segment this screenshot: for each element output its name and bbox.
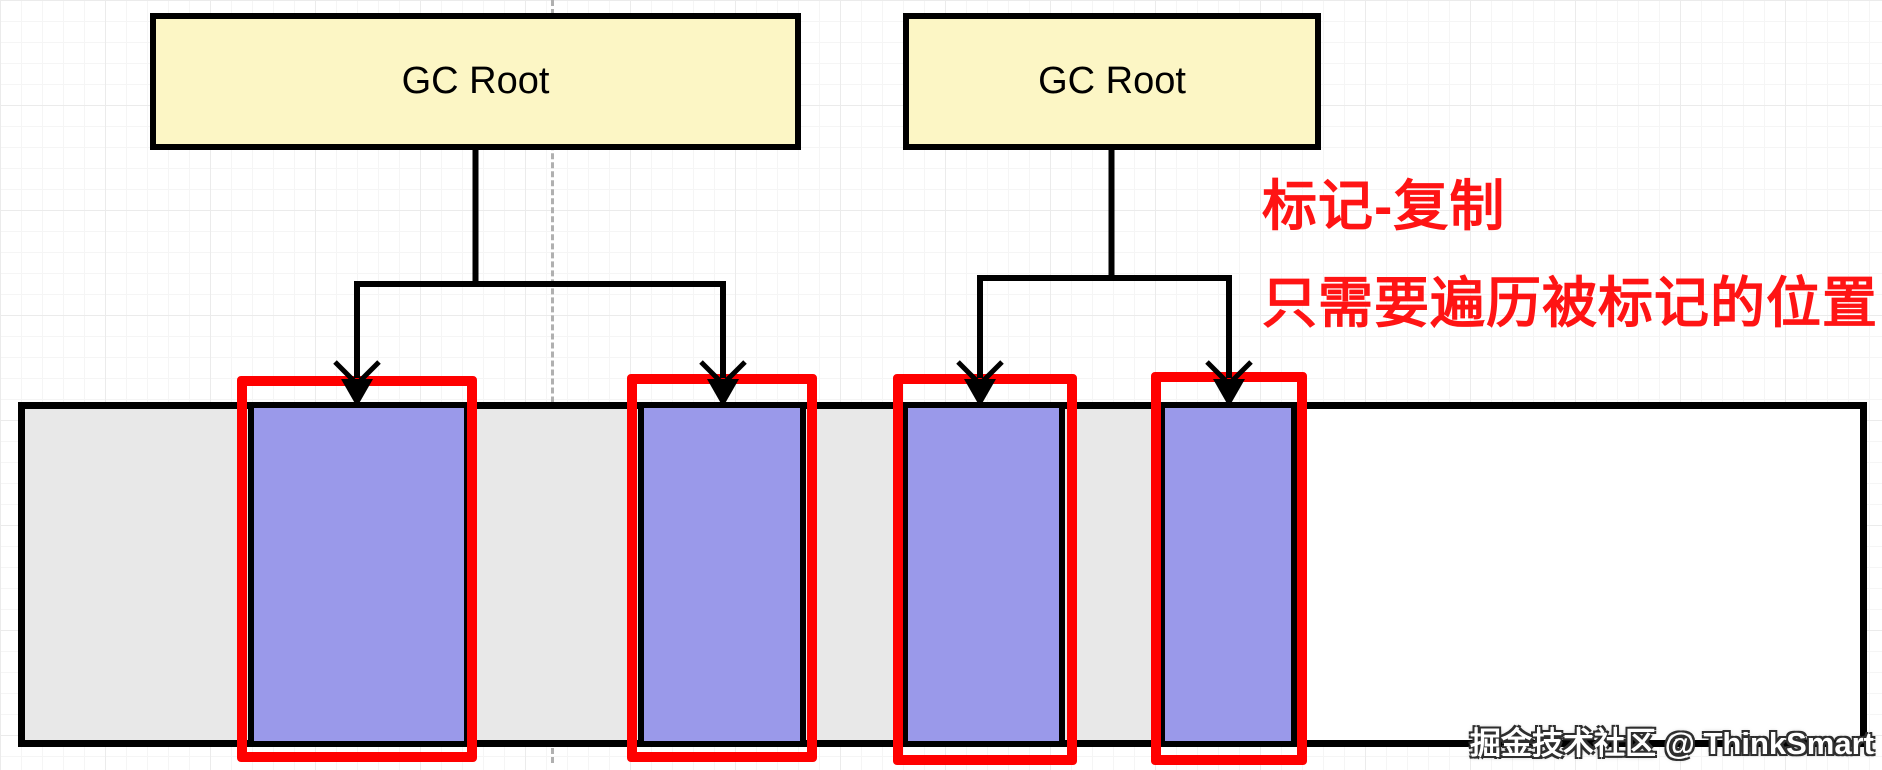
- annotation-line-2: 只需要遍历被标记的位置: [1262, 272, 1879, 334]
- gc-root-1-connector-lines: [354, 148, 726, 378]
- marked-object-block-3: [902, 402, 1065, 747]
- gc-root-2-connector-lines: [977, 148, 1232, 378]
- dashed-guide-line: [551, 0, 554, 763]
- gc-root-node-2: GC Root: [903, 13, 1321, 150]
- marked-object-block-4: [1159, 402, 1297, 747]
- gc-root-node-1: GC Root: [150, 13, 801, 150]
- mark-highlight-rect-4: [1151, 372, 1307, 765]
- gc-root-label-2: GC Root: [1038, 60, 1186, 102]
- mark-highlight-rect-2: [627, 374, 817, 762]
- mark-highlight-rect-3: [893, 374, 1077, 765]
- annotation-text: 标记-复制 只需要遍历被标记的位置: [1262, 158, 1878, 352]
- watermark: 掘金技术社区 @ ThinkSmart: [1470, 726, 1874, 761]
- gc-root-label-1: GC Root: [401, 60, 550, 102]
- mark-highlight-rect-1: [237, 376, 477, 762]
- annotation-line-1: 标记-复制: [1262, 175, 1506, 237]
